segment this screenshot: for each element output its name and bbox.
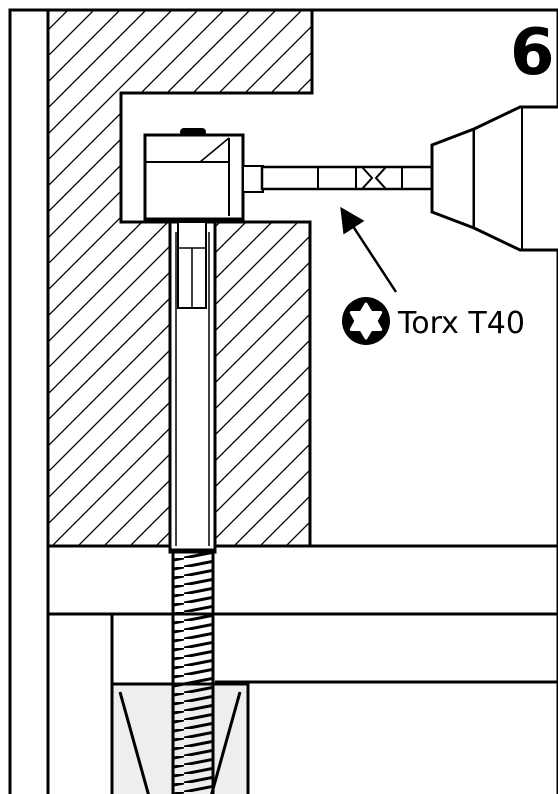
- bit-size-label: Torx T40: [397, 306, 525, 341]
- angle-adapter: [143, 128, 264, 221]
- arrow-icon: [340, 206, 398, 293]
- drill-chuck-icon: [430, 105, 558, 252]
- screw-icon: [168, 220, 217, 794]
- drill-bit: [260, 165, 436, 191]
- torx-star-icon: [342, 297, 390, 345]
- step-number: 6: [510, 16, 555, 90]
